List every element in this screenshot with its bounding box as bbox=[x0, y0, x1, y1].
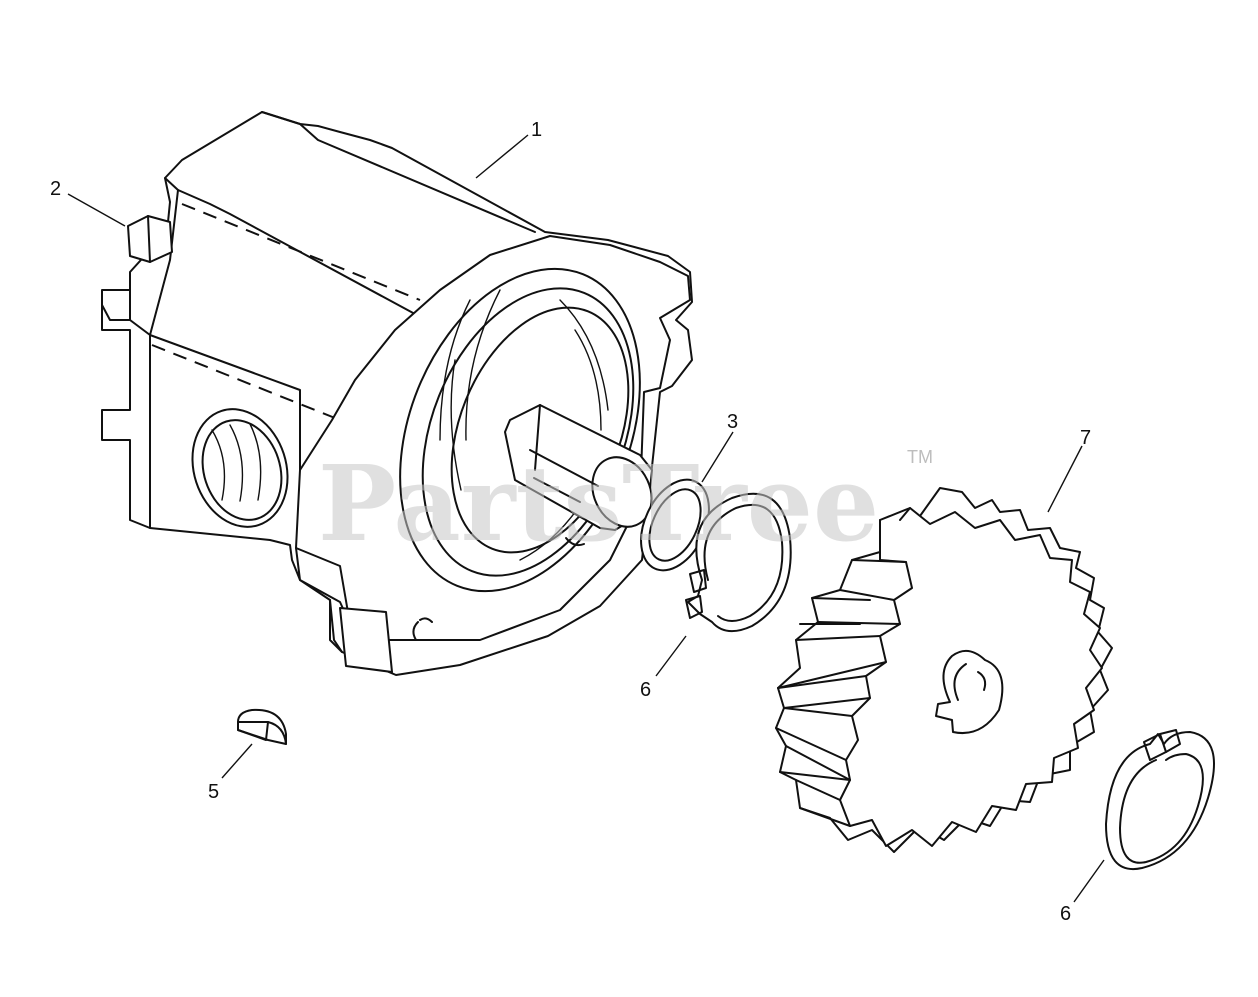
callout-6b[interactable]: 6 bbox=[1060, 903, 1071, 925]
callout-3[interactable]: 3 bbox=[727, 411, 738, 433]
spacer-ring[interactable] bbox=[628, 469, 723, 581]
drive-gear[interactable] bbox=[775, 487, 1113, 853]
callout-5[interactable]: 5 bbox=[208, 781, 219, 803]
woodruff-key[interactable] bbox=[237, 708, 287, 745]
callout-1[interactable]: 1 bbox=[531, 119, 542, 141]
leader-6b bbox=[1073, 859, 1105, 903]
callout-6a[interactable]: 6 bbox=[640, 679, 651, 701]
leader-6a bbox=[655, 635, 687, 677]
leader-5 bbox=[221, 743, 253, 779]
leader-1 bbox=[475, 134, 529, 179]
callout-2[interactable]: 2 bbox=[50, 178, 61, 200]
leader-7 bbox=[1047, 445, 1083, 513]
pump-body[interactable] bbox=[101, 111, 693, 676]
callout-7[interactable]: 7 bbox=[1080, 427, 1091, 449]
snap-ring-shaft[interactable] bbox=[685, 492, 792, 633]
watermark-brand: PartsTree bbox=[318, 442, 879, 565]
leader-2 bbox=[67, 193, 126, 227]
leader-3 bbox=[701, 431, 734, 483]
watermark-trademark: TM bbox=[907, 447, 933, 467]
snap-ring-outer[interactable] bbox=[1105, 729, 1215, 871]
